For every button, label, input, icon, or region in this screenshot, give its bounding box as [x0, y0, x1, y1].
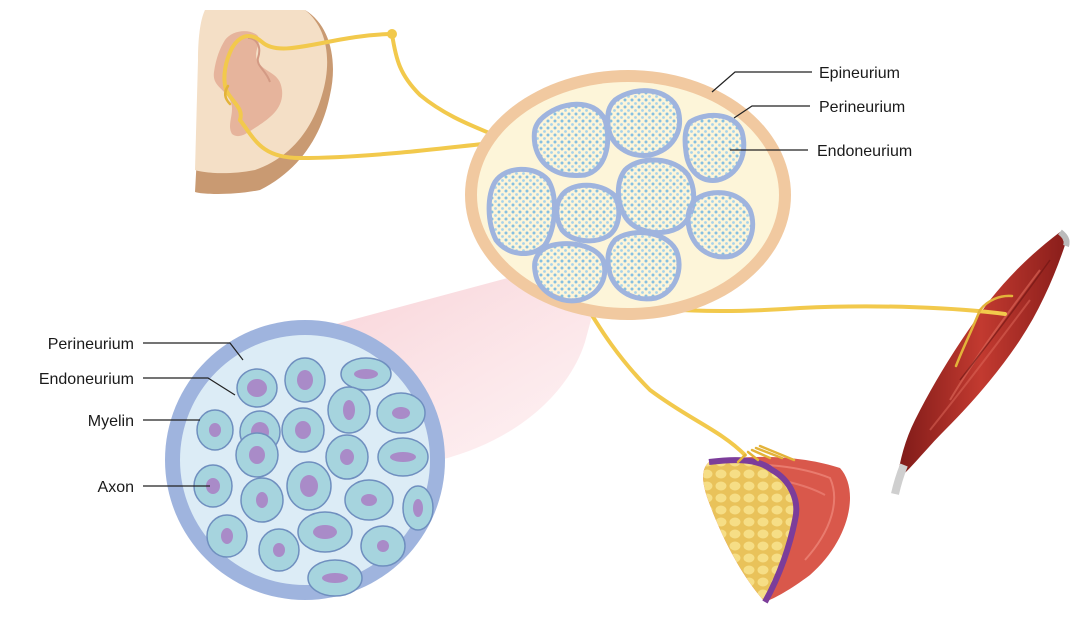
skin-tissue-section — [703, 457, 850, 602]
label-epineurium: Epineurium — [819, 65, 900, 82]
nerve-cross-section — [465, 70, 791, 320]
magnified-fascicle — [165, 320, 445, 600]
label-perineurium-left: Perineurium — [48, 336, 134, 353]
label-perineurium-top: Perineurium — [819, 99, 905, 116]
label-myelin: Myelin — [88, 413, 134, 430]
label-endoneurium-top: Endoneurium — [817, 143, 912, 160]
skeletal-muscle — [895, 232, 1067, 494]
dorsal-root-ganglion — [387, 29, 397, 39]
spinal-cord-segment — [195, 10, 333, 194]
label-endoneurium-left: Endoneurium — [39, 371, 134, 388]
label-axon: Axon — [98, 479, 134, 496]
